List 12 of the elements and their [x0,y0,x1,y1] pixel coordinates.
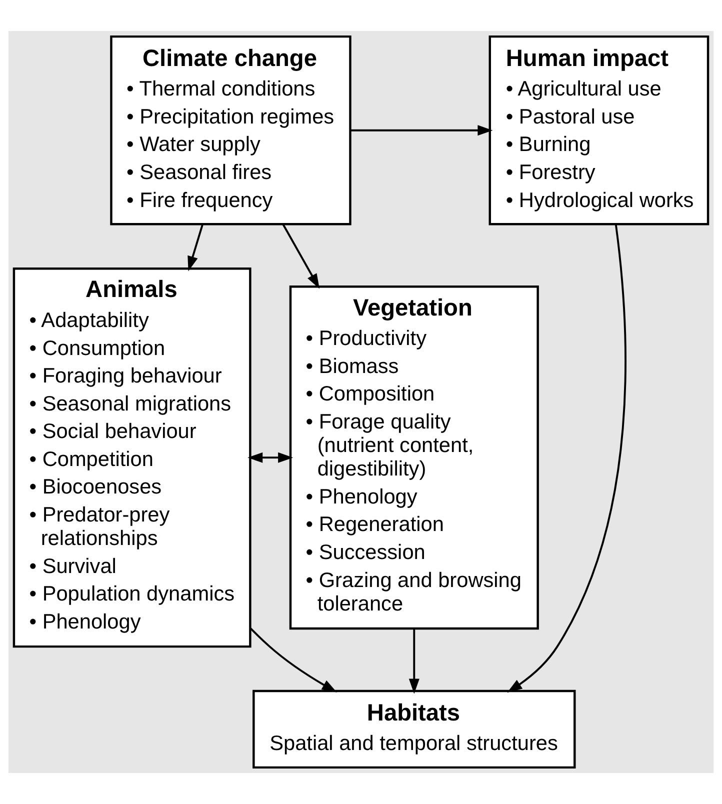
arrow [282,224,320,289]
node-box: Animals • Adaptability • Consumption • Foraging behaviour • Seasonal migrations • Social behaviour • Competition • Biocoenoses • Predator-prey relationships • Survival • Population dynamics • Phenology [12,268,252,648]
arrow [507,224,626,693]
node-box: Human impact • Agricultural use • Pastoral use • Burning • Forestry • Hydrological works [488,35,710,226]
arrow [350,125,493,136]
node-box: Vegetation • Productivity • Biomass • Composition • Forage quality (nutrient content, digestibility) • Phenology • Regeneration • Succession • Grazing and browsing tolerance [289,286,539,630]
node-box: Habitats Spatial and temporal structures [252,690,576,769]
arrow [408,628,420,694]
arrow [188,224,204,272]
arrow [248,452,294,463]
node-box: Climate change • Thermal conditions • Precipitation regimes • Water supply • Seasonal fires • Fire frequency [110,35,352,226]
arrow [250,628,337,692]
